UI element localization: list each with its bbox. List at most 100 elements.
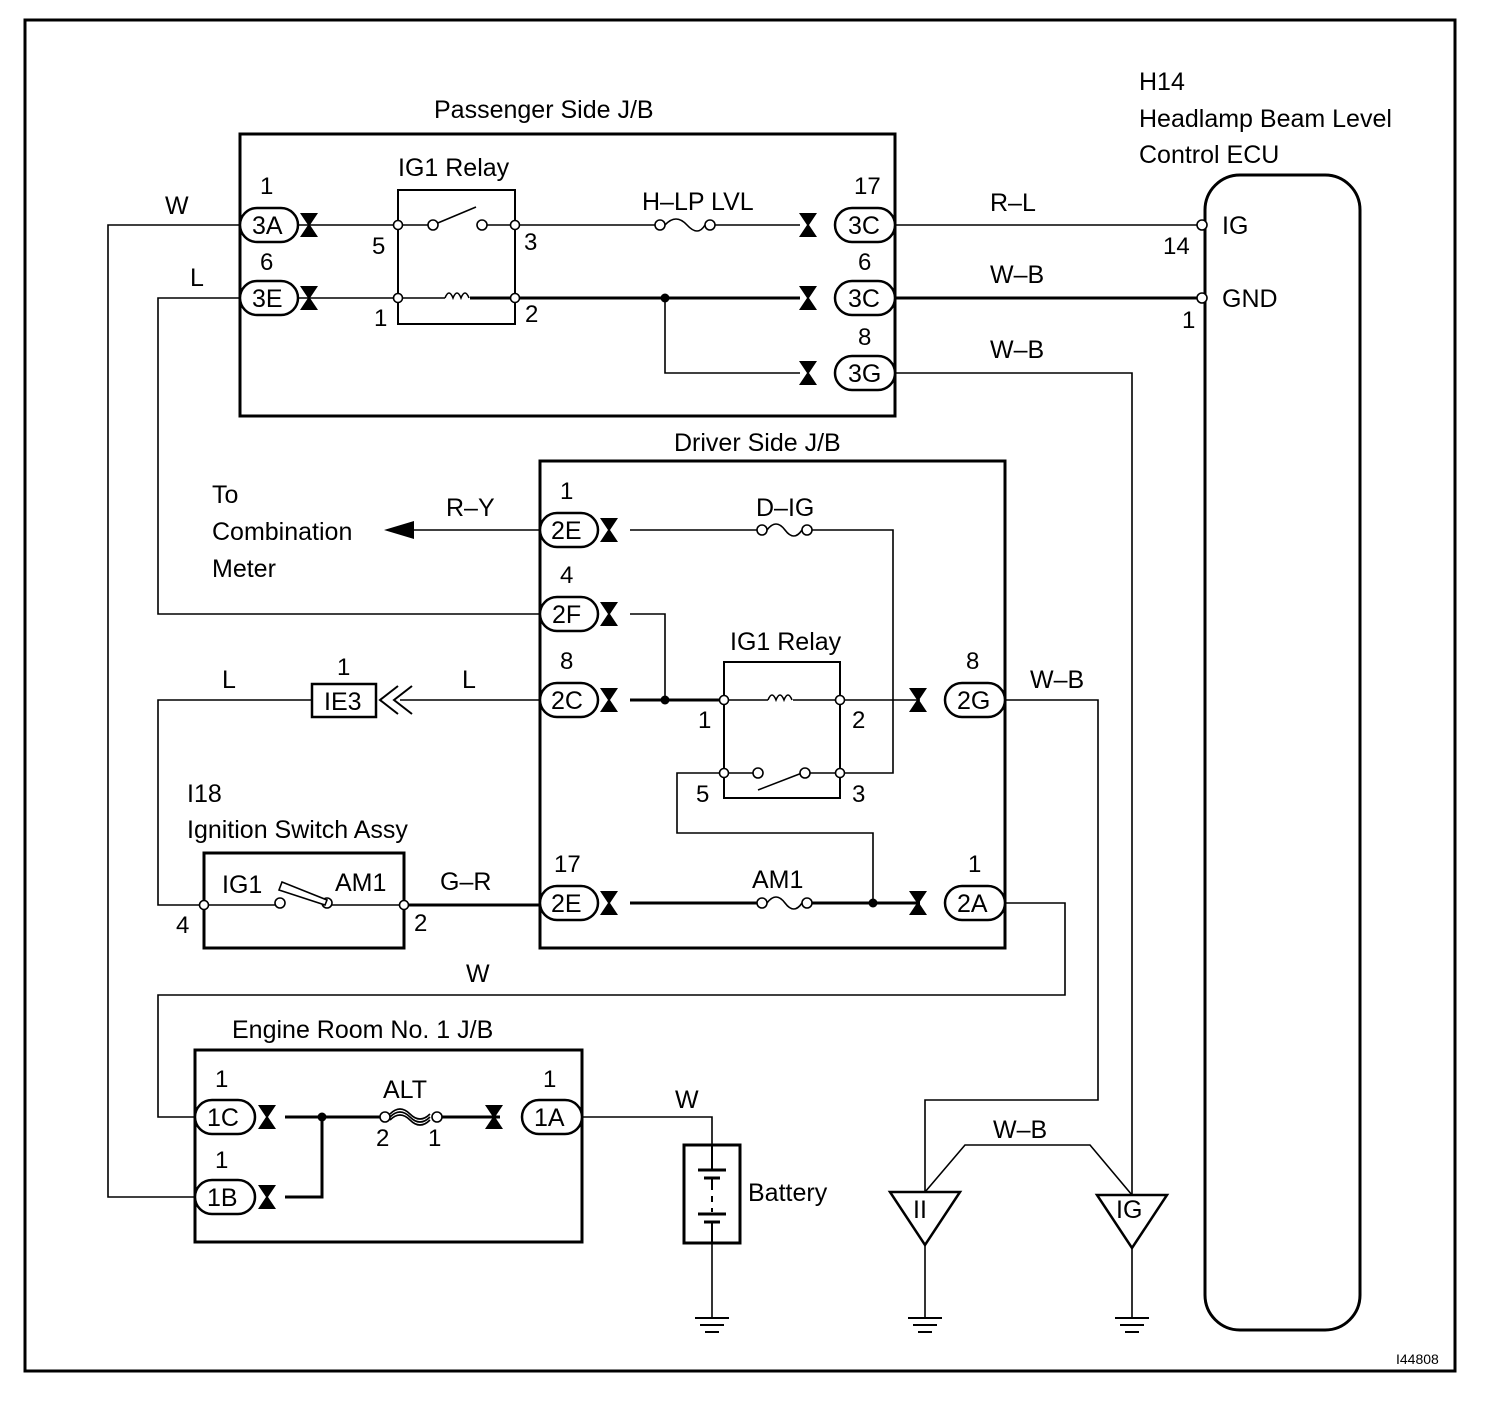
svg-text:1A: 1A <box>534 1104 565 1132</box>
svg-text:3C: 3C <box>848 285 880 313</box>
connector-ie3: IE3 1 <box>310 654 413 719</box>
switch-lever-icon <box>277 880 329 906</box>
ignition-code: I18 <box>187 780 222 808</box>
svg-text:II: II <box>913 1196 927 1224</box>
svg-text:3G: 3G <box>848 360 881 388</box>
connector-2e-top: 2E 1 <box>538 478 618 549</box>
svg-text:Meter: Meter <box>212 555 276 583</box>
svg-text:2E: 2E <box>551 517 582 545</box>
connector-1b: 1B 1 <box>193 1147 276 1216</box>
svg-text:1: 1 <box>968 851 981 878</box>
svg-text:1: 1 <box>428 1125 441 1152</box>
relay-pin: 2 <box>852 707 865 734</box>
connector-1a: 1A 1 <box>485 1066 584 1136</box>
svg-text:2: 2 <box>376 1125 389 1152</box>
wire-label: W–B <box>990 261 1044 289</box>
svg-text:3A: 3A <box>252 212 283 240</box>
connector-3c-6: 3C 6 <box>799 249 897 317</box>
ecu-pin: 14 <box>1163 233 1190 260</box>
connector-2f: 2F 4 <box>538 562 618 633</box>
passenger-relay-label: IG1 Relay <box>398 154 510 182</box>
svg-text:2G: 2G <box>957 687 990 715</box>
relay-pin: 1 <box>698 707 711 734</box>
wire-label: L <box>222 666 236 694</box>
svg-text:3C: 3C <box>848 212 880 240</box>
fuse-am1-label: AM1 <box>752 866 803 894</box>
ground-icon <box>695 1317 729 1333</box>
svg-text:AM1: AM1 <box>335 869 386 897</box>
combination-meter-ref: To Combination Meter <box>212 481 414 583</box>
ignition-name: Ignition Switch Assy <box>187 816 408 844</box>
svg-text:6: 6 <box>260 249 273 276</box>
connector-2e-bottom: 2E 17 <box>538 851 618 922</box>
svg-text:2A: 2A <box>957 890 988 918</box>
ecu-pin: 1 <box>1182 307 1195 334</box>
ground-icon <box>1115 1317 1149 1333</box>
connector-3e: 3E 6 <box>238 249 318 317</box>
svg-text:To: To <box>212 481 238 509</box>
svg-text:1: 1 <box>560 478 573 505</box>
svg-text:17: 17 <box>854 173 881 200</box>
ground-ii: II <box>887 1190 963 1248</box>
connector-2a: 2A 1 <box>909 851 1007 922</box>
wire-label: W <box>675 1086 699 1114</box>
wire-label: W <box>165 192 189 220</box>
wire-label: L <box>190 264 204 292</box>
svg-text:IG: IG <box>1116 1196 1142 1224</box>
connector-1c: 1C 1 <box>193 1066 276 1136</box>
svg-text:4: 4 <box>560 562 573 589</box>
engine-jb-title: Engine Room No. 1 J/B <box>232 1016 493 1044</box>
relay-pin: 2 <box>525 301 538 328</box>
relay-pin: 5 <box>372 233 385 260</box>
ecu-name-line1: Headlamp Beam Level <box>1139 105 1392 133</box>
svg-text:1: 1 <box>337 654 350 681</box>
wire-label: R–Y <box>446 494 495 522</box>
wire-label: R–L <box>990 189 1036 217</box>
wire-label: L <box>462 666 476 694</box>
svg-text:1B: 1B <box>207 1184 238 1212</box>
connector-2c: 2C 8 <box>538 648 618 719</box>
battery: Battery <box>682 1143 828 1245</box>
svg-text:IE3: IE3 <box>324 688 362 716</box>
svg-text:17: 17 <box>554 851 581 878</box>
wires <box>107 224 1202 1318</box>
svg-text:2: 2 <box>414 910 427 937</box>
ground-ig: IG <box>1094 1193 1170 1251</box>
headlamp-beam-level-ecu: H14 Headlamp Beam Level Control ECU IG G… <box>1139 68 1392 1332</box>
svg-text:1: 1 <box>215 1066 228 1093</box>
wire-label: W–B <box>993 1116 1047 1144</box>
svg-text:IG1: IG1 <box>222 871 262 899</box>
svg-text:8: 8 <box>966 648 979 675</box>
connector-3g: 3G 8 <box>799 324 897 392</box>
connector-2g: 2G 8 <box>909 648 1007 719</box>
svg-text:1: 1 <box>543 1066 556 1093</box>
connector-3c-17: 3C 17 <box>799 173 897 244</box>
figure-id: I44808 <box>1396 1351 1439 1367</box>
ground-icon <box>908 1317 942 1333</box>
battery-label: Battery <box>748 1179 828 1207</box>
svg-text:2E: 2E <box>551 890 582 918</box>
svg-text:2F: 2F <box>552 601 581 629</box>
ecu-terminal-gnd: GND <box>1222 285 1278 313</box>
svg-text:1: 1 <box>260 173 273 200</box>
passenger-side-jb: Passenger Side J/B IG1 Relay <box>238 96 897 418</box>
driver-relay-label: IG1 Relay <box>730 628 842 656</box>
ecu-terminal-ig: IG <box>1222 212 1248 240</box>
engine-room-jb: Engine Room No. 1 J/B ALT 2 1 1C 1 1B 1 <box>193 1016 584 1244</box>
ecu-name-line2: Control ECU <box>1139 141 1279 169</box>
ignition-switch-assy: I18 Ignition Switch Assy IG1 AM1 4 2 <box>176 780 427 950</box>
svg-text:4: 4 <box>176 912 189 939</box>
connector-3a: 3A 1 <box>238 173 318 244</box>
fuse-alt-label: ALT <box>383 1076 427 1104</box>
relay-pin: 5 <box>696 781 709 808</box>
relay-pin: 3 <box>852 781 865 808</box>
driver-side-jb: Driver Side J/B IG1 Relay <box>538 429 1007 950</box>
wire-label: W <box>466 960 490 988</box>
wire-label: G–R <box>440 868 491 896</box>
outer-frame <box>23 18 1457 1373</box>
wire-label: W–B <box>990 336 1044 364</box>
svg-text:8: 8 <box>858 324 871 351</box>
svg-text:3E: 3E <box>252 285 283 313</box>
relay-pin: 1 <box>374 305 387 332</box>
